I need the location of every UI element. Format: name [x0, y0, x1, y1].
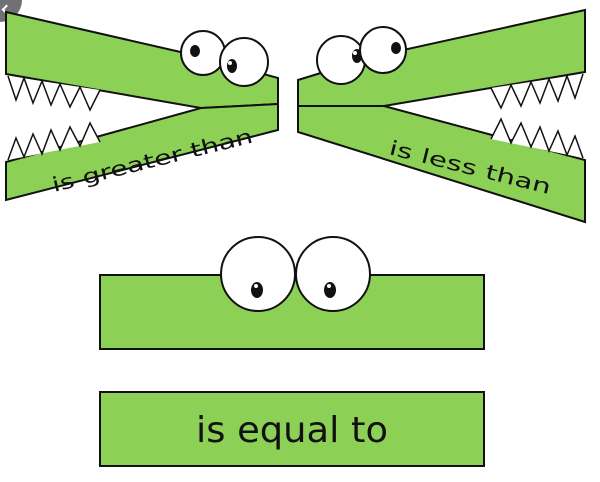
- greater-pupil-left: [190, 45, 200, 57]
- equal-label-panel: [99, 391, 485, 467]
- equal-to-label: is equal to: [196, 410, 388, 451]
- equal-crocodile: [99, 236, 485, 350]
- greater-eyes: [180, 30, 269, 87]
- greater-pupil-right: [227, 59, 237, 73]
- greater-upper-teeth: [7, 75, 101, 112]
- equal-eye-right: [295, 236, 371, 312]
- less-eyes: [316, 26, 407, 85]
- equal-eye-left: [220, 236, 296, 312]
- greater-eye-right: [219, 37, 269, 87]
- less-than-crocodile: is less than: [297, 8, 586, 224]
- greater-lower-teeth: [7, 121, 101, 161]
- less-eye-right: [359, 26, 407, 74]
- less-upper-teeth: [490, 73, 584, 110]
- greater-eye-left: [180, 30, 226, 76]
- equal-label-block: is equal to: [99, 391, 485, 467]
- greater-than-crocodile: is greater than: [5, 10, 279, 202]
- less-lower-jaw: [297, 105, 586, 224]
- less-lower-teeth: [490, 117, 584, 159]
- less-pupil-right: [391, 42, 401, 54]
- greater-lower-jaw: [5, 102, 279, 202]
